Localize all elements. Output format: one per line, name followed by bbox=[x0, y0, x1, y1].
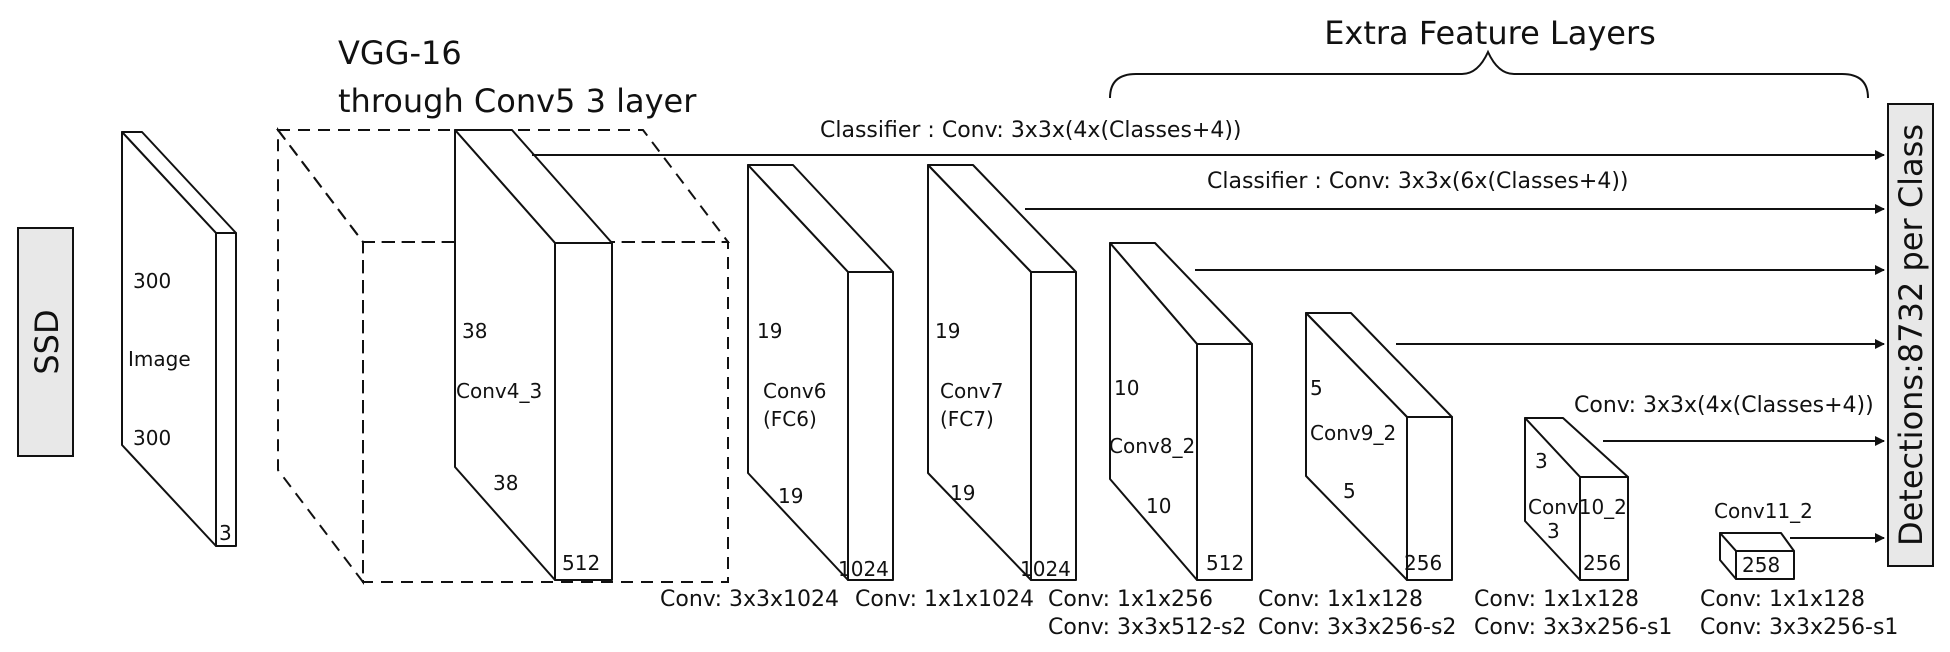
detections-box: Detections:8732 per Class bbox=[1887, 103, 1934, 567]
input-width-label: 300 bbox=[133, 269, 171, 293]
conv7-width: 19 bbox=[950, 481, 975, 505]
conv6-caption: Conv: 3x3x1024 bbox=[660, 587, 839, 612]
input-name-label: Image bbox=[128, 347, 191, 371]
conv9-2-depth: 256 bbox=[1404, 551, 1442, 575]
input-image-slab: 300 Image 300 3 bbox=[121, 131, 237, 547]
conv11-2-name: Conv11_2 bbox=[1714, 499, 1813, 523]
conv4-3-block: 38 Conv4_3 38 512 bbox=[454, 129, 613, 581]
vgg-title-line2: through Conv5 3 layer bbox=[338, 82, 697, 120]
conv7-depth: 1024 bbox=[1020, 557, 1071, 581]
conv7-block: 19 Conv7 (FC7) 19 1024 Conv: 1x1x1024 bbox=[855, 164, 1077, 612]
conv9-2-caption-1: Conv: 1x1x128 bbox=[1258, 587, 1423, 612]
detection-arrows bbox=[532, 150, 1885, 543]
conv8-2-caption-2: Conv: 3x3x512-s2 bbox=[1048, 615, 1246, 640]
input-channels-label: 3 bbox=[219, 521, 232, 545]
classifier-label-1: Classifier : Conv: 3x3x(4x(Classes+4)) bbox=[820, 118, 1242, 143]
conv6-name: Conv6 bbox=[763, 379, 826, 403]
conv8-2-caption-1: Conv: 1x1x256 bbox=[1048, 587, 1213, 612]
conv6-name2: (FC6) bbox=[763, 407, 817, 431]
conv6-width: 19 bbox=[778, 484, 803, 508]
conv8-2-width: 10 bbox=[1146, 494, 1171, 518]
detections-label: Detections:8732 per Class bbox=[1892, 124, 1930, 546]
conv4-3-name: Conv4_3 bbox=[456, 379, 542, 403]
ssd-title: SSD bbox=[28, 309, 66, 374]
classifier-label-3: Conv: 3x3x(4x(Classes+4)) bbox=[1574, 393, 1874, 418]
vgg16-dashed-box: VGG-16 through Conv5 3 layer bbox=[275, 34, 731, 585]
conv6-height: 19 bbox=[757, 319, 782, 343]
conv7-height: 19 bbox=[935, 319, 960, 343]
conv10-2-depth: 256 bbox=[1583, 551, 1621, 575]
conv4-3-width: 38 bbox=[493, 471, 518, 495]
conv11-2-caption-2: Conv: 3x3x256-s1 bbox=[1700, 615, 1898, 640]
conv10-2-caption-2: Conv: 3x3x256-s1 bbox=[1474, 615, 1672, 640]
extra-feature-layers-brace: Extra Feature Layers bbox=[1109, 14, 1869, 99]
conv8-2-depth: 512 bbox=[1206, 551, 1244, 575]
conv10-2-width: 3 bbox=[1547, 519, 1560, 543]
conv11-2-caption-1: Conv: 1x1x128 bbox=[1700, 587, 1865, 612]
conv8-2-block: 10 Conv8_2 10 512 Conv: 1x1x256 Conv: 3x… bbox=[1048, 242, 1253, 640]
conv10-2-name: Conv10_2 bbox=[1528, 495, 1627, 519]
conv6-block: 19 Conv6 (FC6) 19 1024 Conv: 3x3x1024 bbox=[660, 164, 894, 612]
conv10-2-caption-1: Conv: 1x1x128 bbox=[1474, 587, 1639, 612]
conv9-2-caption-2: Conv: 3x3x256-s2 bbox=[1258, 615, 1456, 640]
conv7-caption: Conv: 1x1x1024 bbox=[855, 587, 1034, 612]
conv9-2-name: Conv9_2 bbox=[1310, 421, 1396, 445]
conv10-2-height: 3 bbox=[1535, 449, 1548, 473]
conv7-name: Conv7 bbox=[940, 379, 1003, 403]
ssd-label-box: SSD bbox=[17, 227, 74, 457]
conv8-2-name: Conv8_2 bbox=[1109, 434, 1195, 458]
conv6-depth: 1024 bbox=[838, 557, 889, 581]
conv11-2-depth: 258 bbox=[1742, 553, 1780, 577]
conv9-2-height: 5 bbox=[1310, 376, 1323, 400]
vgg-title-line1: VGG-16 bbox=[338, 34, 462, 72]
conv11-2-block: Conv11_2 258 Conv: 1x1x128 Conv: 3x3x256… bbox=[1700, 499, 1898, 640]
extra-feature-layers-title: Extra Feature Layers bbox=[1324, 14, 1656, 52]
conv7-name2: (FC7) bbox=[940, 407, 994, 431]
conv9-2-width: 5 bbox=[1343, 479, 1356, 503]
classifier-label-2: Classifier : Conv: 3x3x(6x(Classes+4)) bbox=[1207, 169, 1629, 194]
conv4-3-depth: 512 bbox=[562, 551, 600, 575]
conv9-2-block: 5 Conv9_2 5 256 Conv: 1x1x128 Conv: 3x3x… bbox=[1258, 312, 1456, 640]
conv10-2-block: 3 Conv10_2 3 256 Conv: 1x1x128 Conv: 3x3… bbox=[1474, 417, 1672, 640]
input-height-label: 300 bbox=[133, 426, 171, 450]
conv8-2-height: 10 bbox=[1114, 376, 1139, 400]
conv4-3-height: 38 bbox=[462, 319, 487, 343]
